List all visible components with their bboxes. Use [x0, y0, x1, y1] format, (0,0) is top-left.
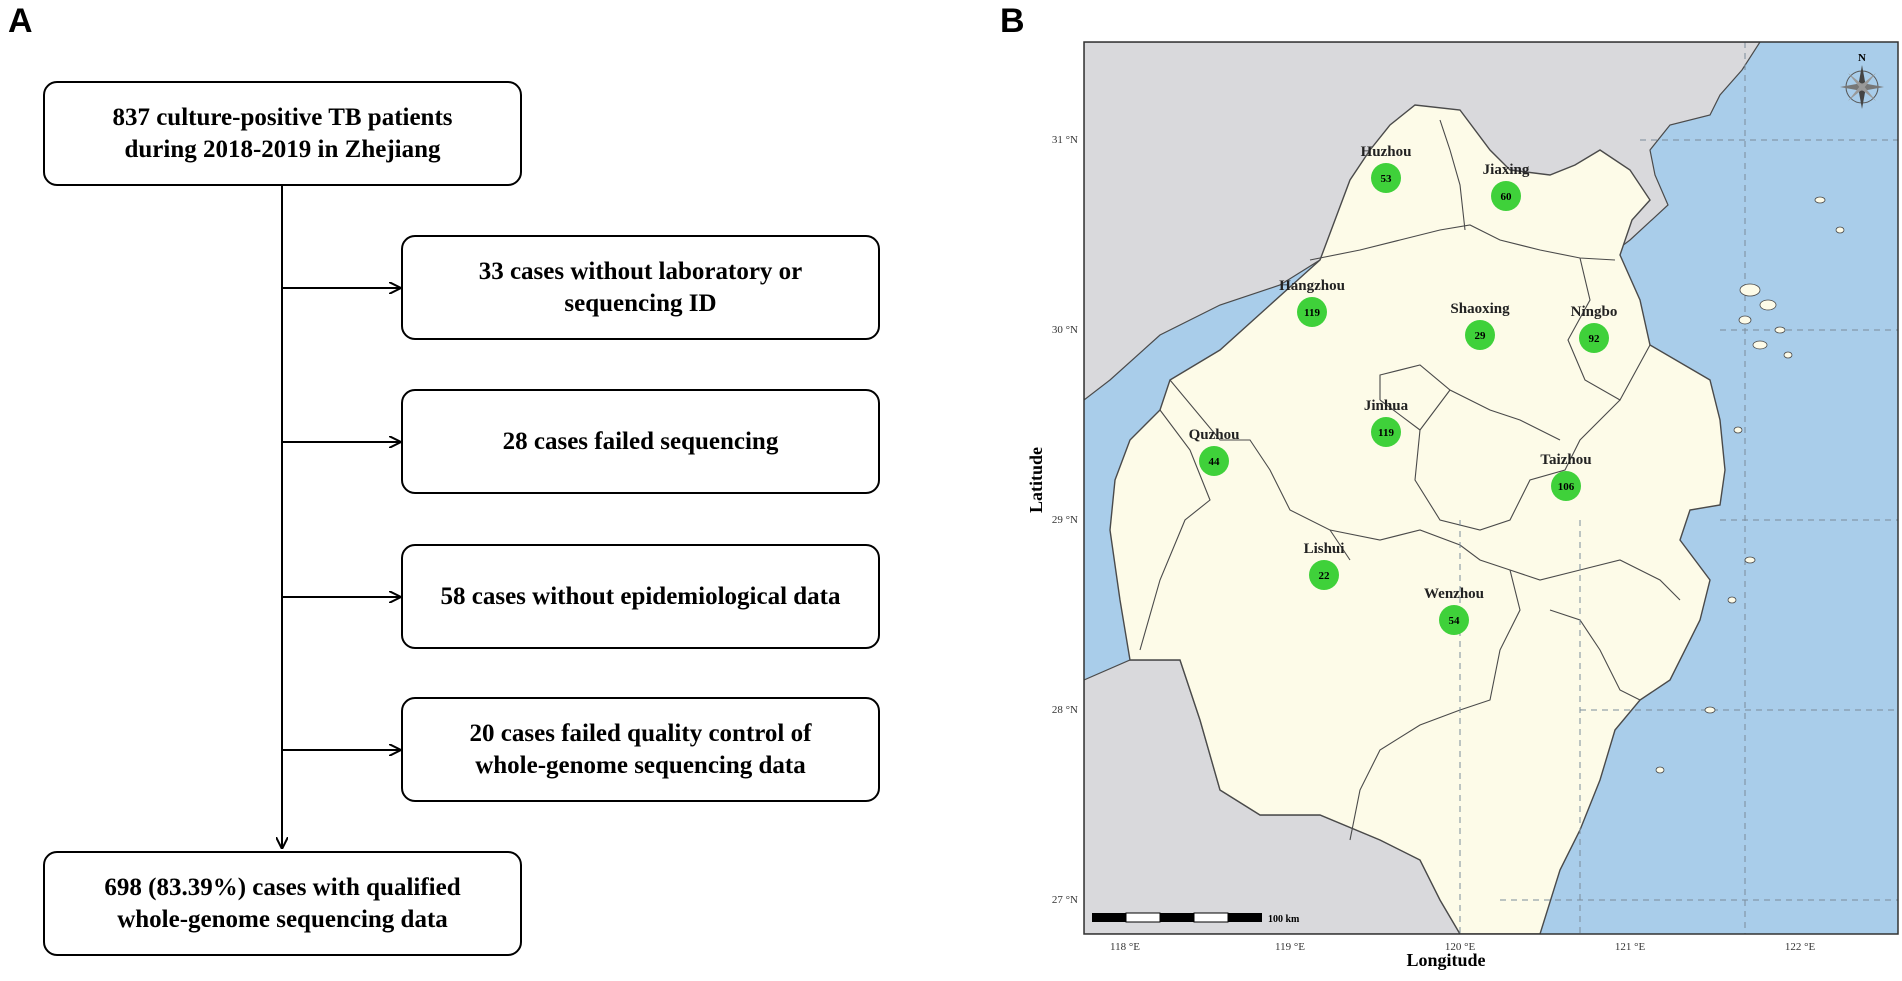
y-tick-30: 30 °N	[1052, 324, 1078, 336]
city-label-taizhou: Taizhou	[1540, 452, 1591, 468]
scale-label: 100 km	[1268, 914, 1300, 925]
x-ticks: 118 °E 119 °E 120 °E 121 °E 122 °E	[1110, 941, 1815, 953]
islands	[1655, 196, 1845, 774]
y-ticks: 31 °N 30 °N 29 °N 28 °N 27 °N	[1052, 134, 1078, 906]
city-label-huzhou: Huzhou	[1361, 144, 1412, 160]
city-label-wenzhou: Wenzhou	[1424, 586, 1484, 602]
city-label-hangzhou: Hangzhou	[1279, 278, 1345, 294]
x-axis-label: Longitude	[1406, 950, 1485, 970]
city-count-ningbo: 92	[1589, 333, 1601, 345]
panel-b-label: B	[1000, 2, 1025, 40]
city-count-taizhou: 106	[1558, 481, 1575, 493]
map-area	[1083, 41, 1899, 935]
x-tick-120: 120 °E	[1445, 941, 1476, 953]
city-marker-taizhou	[1551, 471, 1581, 501]
scale-bar: 100 km	[1092, 912, 1300, 925]
y-tick-27: 27 °N	[1052, 894, 1078, 906]
city-marker-jiaxing	[1491, 181, 1521, 211]
top-box-line-2: during 2018-2019 in Zhejiang	[124, 135, 441, 163]
city-marker-lishui	[1309, 560, 1339, 590]
city-marker-wenzhou	[1439, 605, 1469, 635]
y-axis-label: Latitude	[1026, 447, 1046, 513]
city-label-shaoxing: Shaoxing	[1450, 301, 1510, 317]
exclusion-2-line-1: 28 cases failed sequencing	[502, 427, 779, 455]
city-label-lishui: Lishui	[1304, 541, 1345, 557]
flowchart: 837 culture-positive TB patients during 2…	[0, 0, 900, 976]
city-marker-ningbo	[1579, 323, 1609, 353]
zhejiang-province	[1109, 104, 1726, 934]
exclusion-box-3: 58 cases without epidemiological data	[401, 544, 880, 649]
x-tick-121: 121 °E	[1615, 941, 1646, 953]
city-marker-huzhou	[1371, 163, 1401, 193]
graticule	[1459, 42, 1898, 934]
city-count-huzhou: 53	[1381, 173, 1393, 185]
exclusion-4-line-1: 20 cases failed quality control of	[469, 719, 812, 747]
city-marker-jinhua	[1371, 417, 1401, 447]
map-panel: Latitude Longitude	[1020, 0, 1902, 976]
exclusion-box-1: 33 cases without laboratory or sequencing…	[401, 235, 880, 340]
city-count-lishui: 22	[1319, 570, 1331, 582]
city-borders	[1139, 119, 1681, 841]
city-label-jiaxing: Jiaxing	[1483, 162, 1530, 178]
panel-a-label: A	[8, 2, 33, 40]
city-count-jinhua: 119	[1378, 427, 1394, 439]
top-box: 837 culture-positive TB patients during 2…	[43, 81, 522, 186]
bottom-box-line-2: whole-genome sequencing data	[117, 905, 448, 933]
exclusion-1-line-1: 33 cases without laboratory or	[478, 257, 803, 285]
city-label-jinhua: Jinhua	[1364, 398, 1409, 414]
city-label-quzhou: Quzhou	[1189, 427, 1240, 443]
top-box-line-1: 837 culture-positive TB patients	[112, 103, 453, 131]
exclusion-box-4: 20 cases failed quality control of whole-…	[401, 697, 880, 802]
map-frame	[1083, 41, 1899, 935]
city-count-wenzhou: 54	[1449, 615, 1461, 627]
north-label: N	[1858, 52, 1866, 64]
y-tick-31: 31 °N	[1052, 134, 1078, 146]
city-count-shaoxing: 29	[1475, 330, 1487, 342]
city-marker-hangzhou	[1297, 297, 1327, 327]
exclusion-box-2: 28 cases failed sequencing	[401, 389, 880, 494]
city-count-hangzhou: 119	[1304, 307, 1320, 319]
y-tick-28: 28 °N	[1052, 704, 1078, 716]
x-tick-122: 122 °E	[1785, 941, 1816, 953]
city-marker-quzhou	[1199, 446, 1229, 476]
zhejiang-map: Latitude Longitude	[1026, 41, 1899, 970]
city-count-quzhou: 44	[1209, 456, 1221, 468]
flowchart-connectors	[0, 186, 900, 976]
bottom-box: 698 (83.39%) cases with qualified whole-g…	[43, 851, 522, 956]
north-arrow-icon: N	[1840, 52, 1884, 109]
exclusion-1-line-2: sequencing ID	[564, 289, 717, 317]
city-marker-shaoxing	[1465, 320, 1495, 350]
city-label-ningbo: Ningbo	[1571, 304, 1618, 320]
x-tick-119: 119 °E	[1275, 941, 1305, 953]
x-tick-118: 118 °E	[1110, 941, 1140, 953]
bottom-box-line-1: 698 (83.39%) cases with qualified	[104, 873, 461, 901]
y-tick-29: 29 °N	[1052, 514, 1078, 526]
city-count-jiaxing: 60	[1501, 191, 1513, 203]
exclusion-3-line-1: 58 cases without epidemiological data	[440, 582, 841, 610]
exclusion-4-line-2: whole-genome sequencing data	[475, 751, 806, 779]
